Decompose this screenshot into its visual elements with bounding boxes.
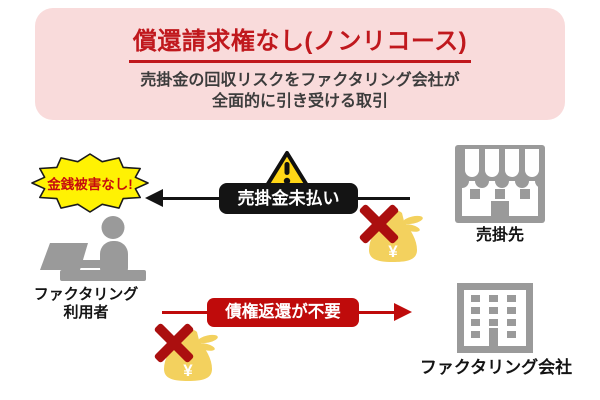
header-subtitle-line2: 全面的に引き受ける取引: [211, 93, 388, 110]
office-building-icon: [457, 283, 533, 353]
flow-label-unpaid: 売掛金未払い: [219, 183, 358, 214]
page-title: 償還請求権なし(ノンリコース): [128, 21, 472, 63]
yen-symbol: ¥: [183, 361, 193, 380]
arrow-left-icon: [145, 189, 163, 207]
arrow-right-icon: [394, 303, 412, 321]
money-bag-crossed-icon: ¥: [154, 323, 218, 381]
user-label-line2: 利用者: [63, 304, 109, 321]
header-subtitle-line1: 売掛金の回収リスクをファクタリング会社が: [140, 72, 460, 89]
user-label: ファクタリング 利用者: [8, 286, 164, 322]
header-subtitle: 売掛金の回収リスクをファクタリング会社が 全面的に引き受ける取引: [35, 70, 565, 112]
money-bag-crossed-icon: ¥: [359, 204, 423, 262]
storefront-icon: [455, 145, 545, 223]
header-box: 償還請求権なし(ノンリコース) 売掛金の回収リスクをファクタリング会社が 全面的…: [35, 8, 565, 120]
callout-text: 金銭被害なし!: [47, 177, 133, 192]
flow-label-no-return: 債権返還が不要: [207, 298, 359, 327]
person-at-laptop-icon: [40, 216, 146, 281]
yen-symbol: ¥: [388, 242, 398, 261]
speech-burst-icon: [31, 153, 149, 213]
cross-icon: [359, 204, 399, 244]
user-label-line1: ファクタリング: [33, 286, 139, 303]
cross-icon: [154, 323, 194, 363]
company-label: ファクタリング会社: [419, 358, 573, 377]
customer-label: 売掛先: [475, 227, 524, 244]
